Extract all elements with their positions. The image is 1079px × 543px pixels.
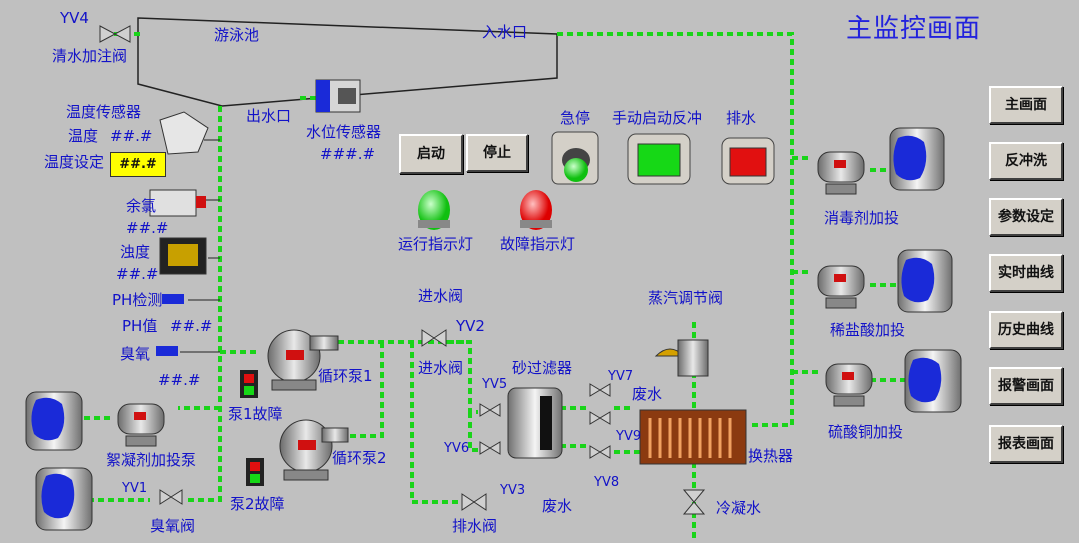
label-temp: 温度 — [68, 127, 99, 145]
drain-button — [721, 137, 775, 185]
label-pool: 游泳池 — [214, 26, 260, 44]
stop-button[interactable]: 停止 — [466, 134, 528, 172]
nav-realtime-curve[interactable]: 实时曲线 — [989, 254, 1063, 292]
pump2-status — [246, 458, 264, 486]
circulation-pump-2 — [279, 419, 349, 481]
label-waste-3: 废水 — [542, 497, 573, 515]
label-drain: 排水 — [726, 109, 757, 127]
nav-history-curve[interactable]: 历史曲线 — [989, 311, 1063, 349]
page-title: 主监控画面 — [846, 14, 982, 44]
label-turbidity: 浊度 — [120, 243, 151, 261]
dosing-pump-acid — [817, 265, 865, 309]
start-button[interactable]: 启动 — [399, 134, 463, 174]
heat-exchanger — [639, 409, 747, 465]
label-yv1: YV1 — [122, 481, 148, 496]
label-yv2: YV2 — [456, 317, 485, 335]
nav-parameter-settings[interactable]: 参数设定 — [989, 198, 1063, 236]
label-pump1-fault: 泵1故障 — [228, 405, 283, 423]
turbidity-sensor-body — [159, 237, 207, 275]
label-yv7: YV7 — [608, 369, 634, 384]
label-yv8: YV8 — [594, 475, 620, 490]
label-yv5: YV5 — [482, 377, 508, 392]
tank-right-2 — [897, 249, 953, 313]
label-temp-setpoint: 温度设定 — [44, 153, 105, 171]
label-estop: 急停 — [560, 109, 591, 127]
fault-indicator-light — [520, 190, 552, 230]
tank-left-top — [25, 391, 83, 451]
temp-value: ##.# — [110, 127, 153, 145]
label-ph-value: PH值 — [122, 317, 158, 335]
label-pump1: 循环泵1 — [318, 367, 373, 385]
label-copper-sulfate: 硫酸铜加投 — [828, 423, 904, 441]
dosing-pump-floc — [117, 403, 165, 447]
label-ph-detect: PH检测 — [112, 291, 163, 309]
level-value: ###.# — [320, 145, 376, 163]
run-indicator-light — [418, 190, 450, 230]
label-sand-filter: 砂过滤器 — [512, 359, 573, 377]
label-inlet-valve-top: 进水阀 — [418, 287, 464, 305]
label-steam-valve: 蒸汽调节阀 — [648, 289, 724, 307]
label-inlet: 入水口 — [482, 23, 528, 41]
label-yv6: YV6 — [444, 441, 470, 456]
label-yv4: YV4 — [60, 9, 89, 27]
label-manual-backwash: 手动启动反冲 — [612, 109, 703, 127]
label-pump2: 循环泵2 — [332, 449, 387, 467]
ozone-value: ##.# — [158, 371, 201, 389]
valves — [99, 25, 706, 515]
pump1-status — [240, 370, 258, 398]
label-waste-1: 废水 — [632, 385, 663, 403]
tank-right-1 — [889, 127, 945, 191]
pool-outline — [137, 17, 558, 107]
label-floc-pump: 絮凝剂加投泵 — [106, 451, 197, 469]
nav-alarm-screen[interactable]: 报警画面 — [989, 367, 1063, 405]
chlorine-value: ##.# — [126, 219, 169, 237]
label-drain-valve: 排水阀 — [452, 517, 498, 535]
label-level-sensor: 水位传感器 — [306, 123, 382, 141]
ph-probe — [162, 294, 184, 304]
manual-backwash-button — [627, 133, 691, 185]
pipe-network — [84, 32, 905, 540]
tank-right-3 — [904, 349, 962, 413]
label-condensate: 冷凝水 — [716, 499, 762, 517]
ozone-probe — [156, 346, 178, 356]
circulation-pump-1 — [267, 329, 339, 391]
label-clean-water-valve: 清水加注阀 — [52, 47, 128, 65]
level-sensor-body — [315, 79, 361, 113]
label-ozone: 臭氧 — [120, 345, 151, 363]
label-inlet-valve: 进水阀 — [418, 359, 464, 377]
label-pump2-fault: 泵2故障 — [230, 495, 285, 513]
ph-value: ##.# — [170, 317, 213, 335]
nav-report-screen[interactable]: 报表画面 — [989, 425, 1063, 463]
estop-button — [551, 131, 599, 185]
temp-sensor-body — [159, 111, 209, 155]
label-fault-light: 故障指示灯 — [500, 235, 576, 253]
tank-left-bottom — [35, 467, 93, 531]
label-acid: 稀盐酸加投 — [830, 321, 906, 339]
nav-main-screen[interactable]: 主画面 — [989, 86, 1063, 124]
chlorine-sensor-body — [149, 189, 206, 217]
nav-backwash[interactable]: 反冲洗 — [989, 142, 1063, 180]
turbidity-value: ##.# — [116, 265, 159, 283]
label-chlorine: 余氯 — [126, 197, 157, 215]
label-yv9: YV9 — [616, 429, 642, 444]
label-ozone-valve: 臭氧阀 — [150, 517, 196, 535]
label-temp-sensor: 温度传感器 — [66, 103, 142, 121]
label-heat-exchanger: 换热器 — [748, 447, 794, 465]
sand-filter — [507, 387, 563, 459]
dosing-pump-copper — [825, 363, 873, 407]
label-run-light: 运行指示灯 — [398, 235, 474, 253]
label-yv3: YV3 — [500, 483, 526, 498]
steam-valve-actuator — [654, 339, 709, 377]
label-disinfectant: 消毒剂加投 — [824, 209, 900, 227]
label-outlet: 出水口 — [246, 107, 292, 125]
temp-setpoint-input[interactable]: ##.# — [110, 152, 166, 177]
dosing-pump-disinfect — [817, 151, 865, 195]
